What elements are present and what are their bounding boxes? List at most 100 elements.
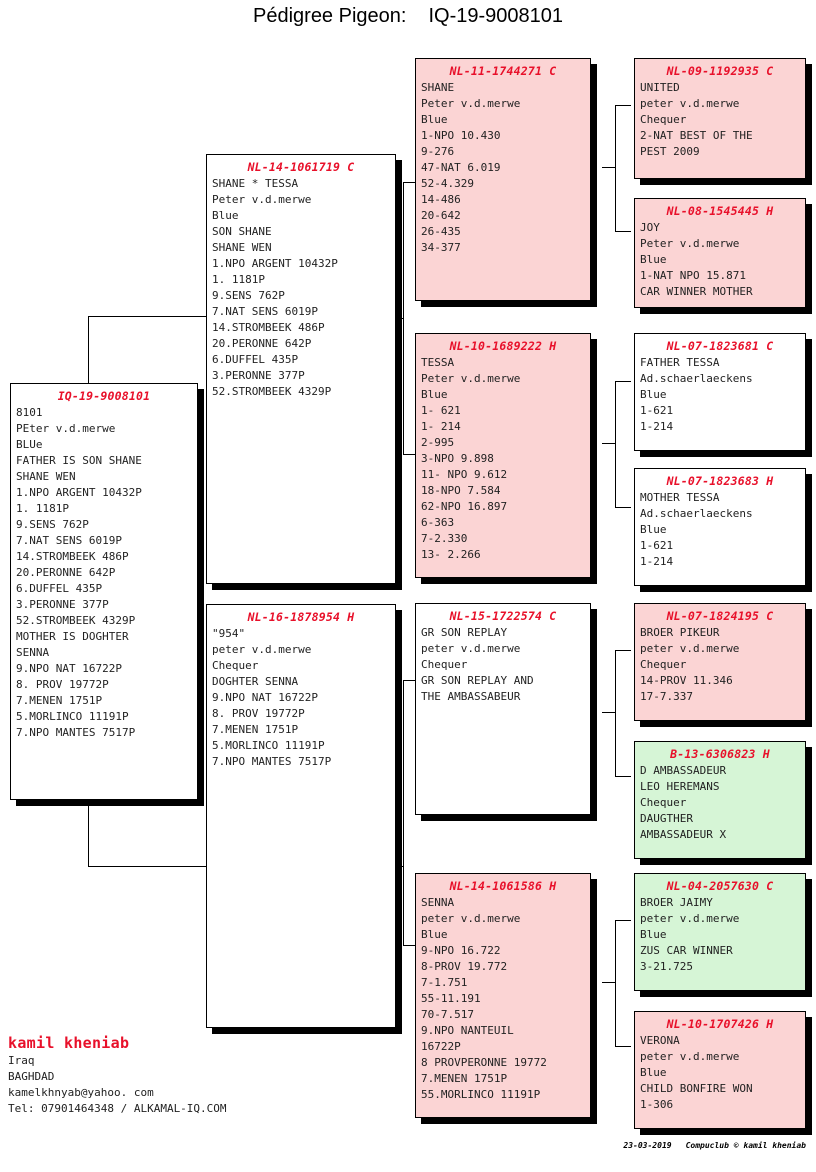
card-line: 16722P <box>421 1040 461 1053</box>
card-line: 1.NPO ARGENT 10432P <box>212 257 338 270</box>
card-line: Blue <box>640 253 667 266</box>
connector-ff-fff <box>615 105 631 106</box>
card-line: 9.NPO NANTEUIL <box>421 1024 514 1037</box>
card-line: 3-NPO 9.898 <box>421 452 494 465</box>
card-line: MOTHER IS DOGHTER <box>16 630 129 643</box>
card-line: Chequer <box>640 113 687 126</box>
card-line: 1- 621 <box>421 404 461 417</box>
card-line: CHILD BONFIRE WON <box>640 1082 753 1095</box>
breeder-name: kamil kheniab <box>8 1034 130 1052</box>
card-line: 3.PERONNE 377P <box>16 598 109 611</box>
card-line: 14-486 <box>421 193 461 206</box>
card-line: 52.STROMBEEK 4329P <box>16 614 136 627</box>
footer-date: 23-03-2019 <box>623 1141 672 1150</box>
connector-subject-mother <box>88 866 208 867</box>
card-line: 5.MORLINCO 11191P <box>212 739 325 752</box>
card-line: Peter v.d.merwe <box>640 237 740 250</box>
card-line: DAUGTHER <box>640 812 693 825</box>
breeder-line: BAGHDAD <box>8 1070 55 1083</box>
card-line: 1- 214 <box>421 420 461 433</box>
card-line: 55.MORLINCO 11191P <box>421 1088 541 1101</box>
card-line: 9.SENS 762P <box>212 289 285 302</box>
card-line: 1-NAT NPO 15.871 <box>640 269 746 282</box>
card-line: 70-7.517 <box>421 1008 474 1021</box>
card-line: Blue <box>212 209 239 222</box>
card-line: 9.SENS 762P <box>16 518 89 531</box>
card-line: 7.MENEN 1751P <box>16 694 103 707</box>
card-mf-mother-ring: B-13-6306823 H <box>670 747 770 761</box>
connector-fm-stub <box>602 443 616 444</box>
card-ff-mother-ring: NL-08-1545445 H <box>666 204 774 218</box>
card-line: Chequer <box>640 796 687 809</box>
card-line: 1. 1181P <box>212 273 265 286</box>
card-line: Blue <box>421 388 448 401</box>
card-line: D AMBASSADEUR <box>640 764 727 777</box>
card-line: 7.NPO MANTES 7517P <box>16 726 136 739</box>
card-line: 9-276 <box>421 145 455 158</box>
page-title-label: Pédigree Pigeon: <box>253 5 407 27</box>
page-title-ring: IQ-19-9008101 <box>428 5 563 27</box>
connector-father-ff <box>403 182 415 183</box>
connector-mf-bracket <box>615 650 616 776</box>
card-line: 1-NPO 10.430 <box>421 129 501 142</box>
card-mm-father-ring: NL-04-2057630 C <box>666 879 774 893</box>
card-line: "954" <box>212 627 246 640</box>
connector-ff-stub <box>602 167 616 168</box>
card-mother-ring: NL-16-1878954 H <box>247 610 355 624</box>
card-line: Peter v.d.merwe <box>212 193 312 206</box>
card-line: 7.NPO MANTES 7517P <box>212 755 332 768</box>
breeder-line: Iraq <box>8 1054 35 1067</box>
connector-mm-stub <box>602 982 616 983</box>
card-line: AMBASSADEUR X <box>640 828 727 841</box>
card-line: 8101 <box>16 406 43 419</box>
card-subject-ring: IQ-19-9008101 <box>57 389 151 403</box>
card-line: 1.NPO ARGENT 10432P <box>16 486 142 499</box>
card-line: DOGHTER SENNA <box>212 675 299 688</box>
card-line: MOTHER TESSA <box>640 491 720 504</box>
card-line: 8. PROV 19772P <box>16 678 109 691</box>
card-line: SENNA <box>421 896 455 909</box>
card-line: 7-1.751 <box>421 976 468 989</box>
card-line: VERONA <box>640 1034 680 1047</box>
connector-father-bracket <box>403 182 404 454</box>
card-line: 1. 1181P <box>16 502 69 515</box>
card-line: 7-2.330 <box>421 532 468 545</box>
card-father-mother-ring: NL-10-1689222 H <box>449 339 557 353</box>
card-father-father-ring: NL-11-1744271 C <box>449 64 557 78</box>
card-line: Blue <box>421 928 448 941</box>
card-line: UNITED <box>640 81 680 94</box>
card-mother-mother-ring: NL-14-1061586 H <box>449 879 557 893</box>
card-line: BROER PIKEUR <box>640 626 720 639</box>
card-line: peter v.d.merwe <box>421 642 521 655</box>
card-line: 8. PROV 19772P <box>212 707 305 720</box>
card-line: 8 PROVPERONNE 19772 <box>421 1056 547 1069</box>
card-line: 11- NPO 9.612 <box>421 468 508 481</box>
card-line: 47-NAT 6.019 <box>421 161 501 174</box>
connector-mf-mfm <box>615 776 631 777</box>
card-line: BROER JAIMY <box>640 896 713 909</box>
card-line: 6.DUFFEL 435P <box>212 353 299 366</box>
